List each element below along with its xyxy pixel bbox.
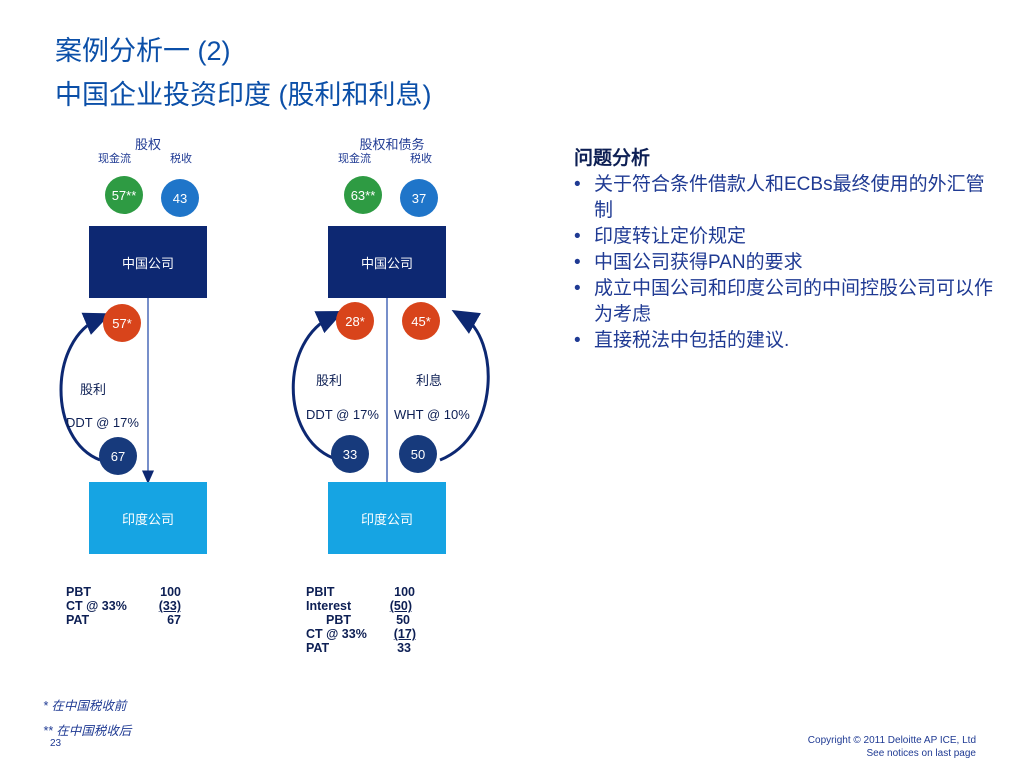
right-fin-value: 50 <box>396 613 410 627</box>
right-right-curved-arrow <box>439 309 490 462</box>
right-fin-value: 100 <box>394 585 415 599</box>
left-fin-row-pbt: PBT 100 <box>66 585 181 599</box>
right-subsidiary-box: 印度公司 <box>328 482 446 554</box>
left-fin-label: PBT <box>66 585 91 599</box>
left-scenario-heading: 股权 <box>134 137 161 152</box>
page-number: 23 <box>50 738 62 749</box>
left-parent-company-box: 中国公司 <box>89 226 207 298</box>
issue-item: • 中国公司获得PAN的要求 <box>574 250 994 276</box>
left-fin-label: PAT <box>66 613 90 627</box>
left-fin-row-ct: CT @ 33% (33) <box>66 599 181 613</box>
right-cashflow-circle: 63** <box>344 176 382 214</box>
right-parent-company-box: 中国公司 <box>328 226 446 298</box>
right-tax-circle: 37 <box>400 179 438 217</box>
left-flow-label: 股利 <box>80 382 107 397</box>
bullet-dot-icon: • <box>574 278 581 299</box>
left-fin-label: CT @ 33% <box>66 599 127 613</box>
right-net-dividend-value: 33 <box>342 446 358 462</box>
left-cashflow-label: 现金流 <box>98 153 131 165</box>
right-fin-value: 33 <box>397 641 411 655</box>
issue-item: • 成立中国公司和印度公司的中间控股公司可以作为考虑 <box>574 276 994 328</box>
right-subsidiary-label: 印度公司 <box>360 511 413 527</box>
right-interest-value: 45* <box>411 313 431 329</box>
footnote-after-tax: ** 在中国税收后 <box>43 724 132 738</box>
left-fin-value: 100 <box>160 585 181 599</box>
notices-text: See notices on last page <box>866 748 976 759</box>
right-fin-label: CT @ 33% <box>306 627 367 641</box>
right-fin-label: PAT <box>306 641 330 655</box>
issue-item: • 直接税法中包括的建议. <box>574 328 994 354</box>
footnote-before-tax: * 在中国税收前 <box>43 699 127 713</box>
issue-text: 关于符合条件借款人和ECBs最终使用的外汇管制 <box>594 174 985 221</box>
right-ddt-label: DDT @ 17% <box>306 407 379 422</box>
left-fin-row-pat: PAT 67 <box>66 613 181 627</box>
issue-text: 直接税法中包括的建议. <box>594 330 790 351</box>
left-financials: PBT 100 CT @ 33% (33) PAT 67 <box>66 585 181 627</box>
right-net-dividend-circle: 33 <box>331 435 369 473</box>
right-interest-circle: 45* <box>402 302 440 340</box>
right-dividend-value: 28* <box>345 313 365 329</box>
issue-item: • 关于符合条件借款人和ECBs最终使用的外汇管制 <box>574 172 994 224</box>
right-fin-label: PBT <box>326 613 351 627</box>
right-wht-label: WHT @ 10% <box>394 407 470 422</box>
right-fin-row-ct: CT @ 33% (17) <box>306 627 416 641</box>
left-curved-arrow <box>59 312 112 462</box>
left-dividend-circle: 57* <box>103 304 141 342</box>
issues-panel: 问题分析 •关于符合条件借款人和ECBs最终使用的外汇管制 •印度转让定价规定 … <box>574 146 994 354</box>
right-dividend-label: 股利 <box>316 373 343 388</box>
left-dividend-value: 57* <box>112 315 132 331</box>
right-fin-value: (17) <box>393 627 416 641</box>
right-fin-label: PBIT <box>306 585 335 599</box>
left-tax-label: 税收 <box>170 153 192 165</box>
right-financials: PBIT 100 Interest (50) PBT 50 CT @ 33% (… <box>306 585 416 655</box>
issue-item: • 印度转让定价规定 <box>574 224 994 250</box>
bullet-dot-icon: • <box>574 174 581 195</box>
right-cashflow-value: 63** <box>350 187 376 203</box>
left-tax-rate-label: DDT @ 17% <box>66 415 139 430</box>
right-left-curved-arrow <box>291 311 344 460</box>
right-tax-label: 税收 <box>410 153 432 165</box>
bullet-dot-icon: • <box>574 252 581 273</box>
right-net-interest-value: 50 <box>410 446 426 462</box>
left-parent-company-label: 中国公司 <box>121 255 174 271</box>
left-cashflow-value: 57** <box>111 187 137 203</box>
left-subsidiary-label: 印度公司 <box>121 511 174 527</box>
right-tax-value: 37 <box>411 190 427 206</box>
page-title-line1: 案例分析一 (2) <box>55 36 231 66</box>
left-tax-circle: 43 <box>161 179 199 217</box>
issue-text: 成立中国公司和印度公司的中间控股公司可以作为考虑 <box>594 278 994 325</box>
right-fin-row-pbit: PBIT 100 <box>306 585 416 599</box>
right-cashflow-label: 现金流 <box>338 153 371 165</box>
left-cashflow-circle: 57** <box>105 176 143 214</box>
right-dividend-circle: 28* <box>336 302 374 340</box>
right-fin-row-interest: Interest (50) <box>306 599 416 613</box>
left-fin-value: 67 <box>167 613 181 627</box>
issues-heading: 问题分析 <box>574 148 651 169</box>
left-subsidiary-box: 印度公司 <box>89 482 207 554</box>
left-net-circle: 67 <box>99 437 137 475</box>
right-fin-row-pat: PAT 33 <box>306 641 416 655</box>
copyright-text: Copyright © 2011 Deloitte AP ICE, Ltd <box>807 735 976 746</box>
issue-text: 中国公司获得PAN的要求 <box>594 252 803 273</box>
bullet-dot-icon: • <box>574 330 581 351</box>
right-fin-label: Interest <box>306 599 352 613</box>
left-net-value: 67 <box>110 448 126 464</box>
right-parent-company-label: 中国公司 <box>360 255 413 271</box>
right-interest-label: 利息 <box>416 373 443 388</box>
right-scenario-heading: 股权和债务 <box>359 137 425 152</box>
bullet-dot-icon: • <box>574 226 581 247</box>
page-title-line2: 中国企业投资印度 (股利和利息) <box>55 80 432 110</box>
left-fin-value: (33) <box>158 599 181 613</box>
right-fin-value: (50) <box>389 599 412 613</box>
left-tax-value: 43 <box>172 190 188 206</box>
right-fin-row-pbt: PBT 50 <box>306 613 416 627</box>
issue-text: 印度转让定价规定 <box>594 226 747 247</box>
right-net-interest-circle: 50 <box>399 435 437 473</box>
